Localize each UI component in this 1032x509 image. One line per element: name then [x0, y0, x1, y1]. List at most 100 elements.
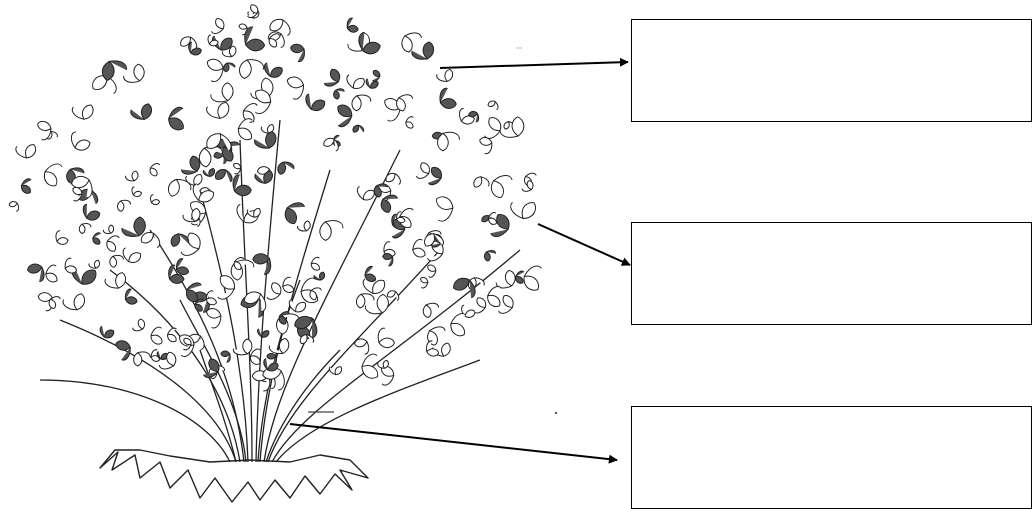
leaf — [521, 180, 534, 192]
leaf — [131, 186, 142, 198]
leaf — [55, 230, 69, 245]
leaf — [185, 282, 202, 303]
leaf — [479, 137, 493, 155]
leaf — [365, 78, 379, 89]
label-box-bottom[interactable] — [631, 406, 1032, 509]
leaf — [473, 297, 487, 314]
leaf — [382, 253, 394, 267]
leaf — [132, 318, 146, 332]
leaf — [158, 351, 177, 370]
leaf — [210, 82, 234, 103]
leaf — [133, 351, 151, 367]
leaf — [483, 250, 497, 262]
leaf — [268, 33, 281, 48]
leaf — [269, 18, 291, 36]
leaf — [377, 327, 395, 349]
leaf — [180, 155, 201, 175]
leaf — [70, 131, 91, 151]
leaf — [237, 118, 253, 141]
leaf — [323, 68, 341, 87]
leaf — [453, 277, 476, 299]
leaf — [290, 43, 305, 63]
leaf — [380, 194, 398, 213]
leaf — [232, 174, 252, 197]
leaf — [180, 232, 201, 256]
leaf — [427, 326, 446, 346]
stray-dot — [554, 411, 558, 415]
leaf — [206, 58, 224, 83]
leaf — [458, 107, 475, 125]
leaf — [211, 18, 225, 34]
leaf — [436, 68, 454, 83]
leaf — [170, 233, 190, 247]
leaf — [490, 174, 513, 199]
label-box-middle[interactable] — [631, 222, 1032, 325]
leaf — [319, 220, 344, 241]
leaf — [487, 100, 499, 111]
leaf — [115, 340, 131, 361]
leaf — [420, 276, 429, 289]
leaf — [48, 296, 61, 309]
leaf — [205, 290, 217, 306]
leaf — [122, 247, 142, 263]
leaf — [439, 87, 457, 109]
leaf — [71, 104, 94, 120]
leaf — [377, 359, 389, 369]
leaf — [515, 270, 525, 284]
leaf — [297, 220, 311, 232]
leaf — [436, 196, 454, 222]
leaf — [247, 4, 259, 18]
leaf — [37, 120, 52, 141]
leaf — [78, 222, 92, 235]
leaf — [71, 175, 93, 199]
leaf — [183, 337, 192, 351]
leaf — [333, 88, 345, 100]
leaf — [15, 144, 37, 159]
leaf — [150, 194, 160, 206]
leaf — [168, 106, 184, 131]
leaf — [415, 162, 430, 179]
leaf — [473, 176, 490, 188]
leaf — [277, 161, 295, 175]
leaf — [167, 178, 192, 197]
leaf — [499, 116, 525, 138]
leaf — [284, 202, 305, 225]
leaf — [426, 340, 440, 357]
leaf — [487, 212, 497, 225]
leaf — [405, 116, 414, 129]
leaf — [232, 338, 253, 356]
label-box-top[interactable] — [631, 19, 1032, 122]
leaf — [254, 170, 273, 184]
leaf — [88, 259, 101, 269]
leaf — [364, 293, 389, 315]
leaf — [309, 287, 322, 301]
leaf — [385, 172, 401, 185]
leaf — [206, 133, 232, 152]
shrub-stems — [39, 119, 521, 463]
leaf — [64, 257, 78, 274]
leaf — [217, 275, 235, 300]
leaf — [92, 232, 102, 245]
leaf — [150, 349, 160, 362]
leaf — [254, 89, 272, 115]
leaf — [305, 93, 326, 112]
leaf — [101, 60, 128, 81]
leaf — [263, 358, 279, 372]
leaf — [125, 170, 139, 182]
leaf — [498, 295, 514, 314]
leaf — [102, 224, 115, 235]
leaf — [182, 207, 201, 223]
shrub-icon — [8, 4, 542, 503]
leaf — [266, 282, 282, 300]
leaf — [206, 308, 222, 329]
leaf — [523, 265, 542, 291]
leaf — [422, 302, 440, 319]
leaf — [149, 163, 161, 177]
leaf — [203, 358, 220, 378]
leaf — [130, 103, 152, 121]
leaf — [362, 278, 386, 295]
leaf — [355, 293, 375, 309]
leaf — [20, 178, 32, 194]
leaf — [437, 131, 460, 152]
